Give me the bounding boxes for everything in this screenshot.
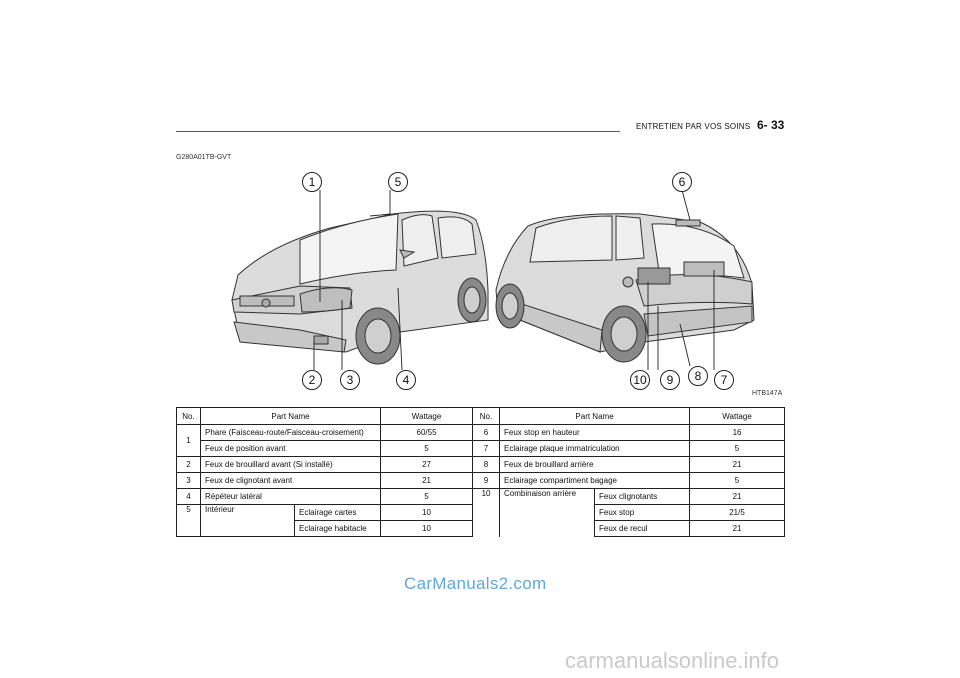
- row-number: 6: [472, 424, 501, 441]
- table-row: 1 Phare (Faisceau-route/Faisceau-croisem…: [176, 424, 786, 457]
- part-name: Feux de brouillard avant (Si installé): [199, 456, 382, 473]
- watermark-carmanuals2[interactable]: CarManuals2.com: [404, 574, 547, 593]
- part-name: Phare (Faisceau-route/Faisceau-croisemen…: [199, 424, 382, 441]
- col-header-no: No.: [472, 407, 501, 425]
- wattage-value: 21: [689, 456, 786, 473]
- figure-code: HTB147A: [752, 390, 783, 397]
- row-number: 9: [472, 472, 501, 489]
- callout-3: 3: [340, 370, 360, 390]
- part-subname: Feux clignotants: [594, 488, 691, 505]
- wattage-value: 60/55: [380, 424, 474, 441]
- callout-leader-lines: [313, 189, 715, 371]
- callout-6: 6: [672, 172, 692, 192]
- callout-1: 1: [302, 172, 322, 192]
- row-number: 7: [472, 440, 501, 457]
- row-number: 10: [472, 488, 501, 537]
- col-header-wattage: Wattage: [380, 407, 474, 425]
- table-header-row: No. Part Name Wattage No. Part Name Watt…: [176, 407, 786, 425]
- part-subname: Eclairage cartes: [293, 504, 382, 521]
- row-number: 1: [176, 424, 201, 457]
- row-number: 4: [176, 488, 201, 505]
- part-subname: Eclairage habitacle: [293, 520, 382, 537]
- col-header-part-name: Part Name: [199, 407, 382, 425]
- wattage-value: 5: [380, 440, 474, 457]
- wattage-value: 5: [380, 488, 474, 505]
- wattage-value: 10: [380, 520, 474, 537]
- watermark-carmanualsonline: carmanualsonline.info: [565, 648, 780, 673]
- part-name: Feux de position avant: [199, 440, 382, 457]
- table-row: 3 Feux de clignotant avant 21 9 Eclairag…: [176, 472, 786, 489]
- part-name: Eclairage compartiment bagage: [499, 472, 691, 489]
- callout-9: 9: [660, 370, 680, 390]
- table-row: 4 Répéteur latéral 5 10 Combinaison arri…: [176, 488, 786, 537]
- wattage-value: 21: [380, 472, 474, 489]
- table-row: Feux de position avant 5 7 Eclairage pla…: [177, 440, 786, 457]
- wattage-value: 27: [380, 456, 474, 473]
- part-name: Feux de brouillard arrière: [499, 456, 691, 473]
- wattage-value: 10: [380, 504, 474, 521]
- callout-8: 8: [688, 366, 708, 386]
- part-name: Combinaison arrière: [499, 488, 596, 537]
- table-row: 5 Intérieur Eclairage cartes 10 Feux sto…: [176, 504, 786, 537]
- part-name: Répéteur latéral: [199, 488, 382, 505]
- table-row: Eclairage habitacle 10 Feux de recul 21: [177, 520, 786, 537]
- col-header-wattage: Wattage: [689, 407, 786, 425]
- header-rule: [176, 131, 620, 132]
- row-number: 2: [176, 456, 201, 473]
- row-number: 5: [176, 504, 201, 537]
- page-number: 6- 33: [757, 118, 785, 132]
- row-number: 3: [176, 472, 201, 489]
- part-subname: Feux de recul: [594, 520, 691, 537]
- table-row: 2 Feux de brouillard avant (Si installé)…: [176, 456, 786, 473]
- bulb-wattage-table: No. Part Name Wattage No. Part Name Watt…: [176, 407, 786, 537]
- wattage-value: 21: [689, 488, 786, 505]
- col-header-no: No.: [176, 407, 201, 425]
- wattage-value: 16: [689, 424, 786, 441]
- front-car-illustration: [231, 210, 489, 365]
- part-name: Eclairage plaque immatriculation: [499, 440, 691, 457]
- part-name: Feux de clignotant avant: [199, 472, 382, 489]
- wattage-value: 21: [689, 520, 786, 537]
- callout-7: 7: [714, 370, 734, 390]
- callout-2: 2: [302, 370, 322, 390]
- document-code: G280A01TB-GVT: [176, 154, 232, 161]
- callout-4: 4: [396, 370, 416, 390]
- col-header-part-name: Part Name: [499, 407, 691, 425]
- part-name: Intérieur: [200, 504, 295, 537]
- section-title: ENTRETIEN PAR VOS SOINS: [636, 122, 751, 131]
- rear-car-illustration: [495, 213, 755, 363]
- callout-10: 10: [630, 370, 650, 390]
- wattage-value: 5: [689, 472, 786, 489]
- wattage-value: 5: [689, 440, 786, 457]
- row-number: 8: [472, 456, 501, 473]
- part-subname: Feux stop: [594, 504, 691, 521]
- part-name: Feux stop en hauteur: [499, 424, 691, 441]
- callout-5: 5: [388, 172, 408, 192]
- wattage-value: 21/5: [689, 504, 786, 521]
